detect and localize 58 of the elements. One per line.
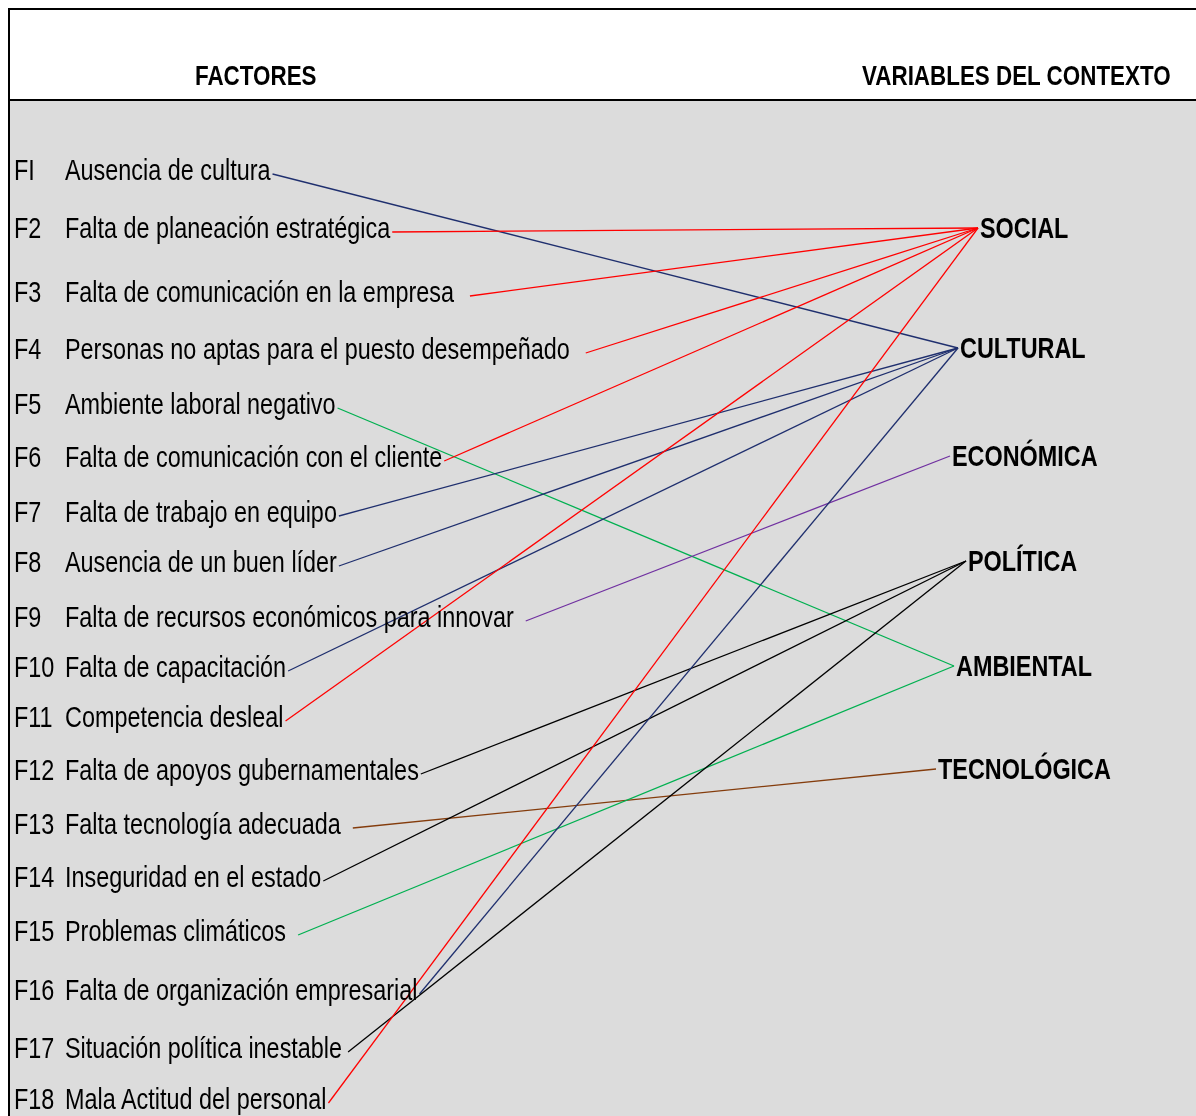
connector-line [338, 347, 959, 567]
factor-label: Ausencia de cultura [65, 153, 271, 187]
connector-line [284, 227, 979, 722]
factor-number: FI [14, 153, 35, 187]
context-variable-label: TECNOLÓGICA [938, 752, 1111, 786]
context-variable-label: POLÍTICA [968, 544, 1078, 578]
connector-line [443, 227, 979, 462]
factor-label: Situación política inestable [65, 1031, 343, 1065]
factor-number: F8 [14, 545, 42, 579]
factor-label: Falta de comunicación en la empresa [65, 275, 454, 309]
factor-number: F9 [14, 600, 42, 634]
factor-label: Falta de organización empresarial [65, 973, 418, 1007]
connector-line [327, 227, 979, 1104]
factor-label: Ambiente laboral negativo [65, 387, 336, 421]
connector-line [391, 227, 979, 233]
factor-number: F16 [14, 973, 55, 1007]
factor-label: Falta de comunicación con el cliente [65, 440, 443, 474]
connector-line [297, 665, 955, 936]
factor-label: Falta de trabajo en equipo [65, 495, 337, 529]
factor-number: F6 [14, 440, 42, 474]
connector-line [322, 560, 967, 882]
connector-line [347, 560, 967, 1053]
connector-line [420, 560, 967, 775]
context-variable-label: CULTURAL [960, 331, 1086, 365]
connector-line [352, 768, 937, 829]
factor-number: F11 [14, 700, 53, 734]
factor-number: F4 [14, 332, 42, 366]
factor-number: F17 [14, 1031, 55, 1065]
factor-label: Ausencia de un buen líder [65, 545, 337, 579]
factor-label: Personas no aptas para el puesto desempeñado [65, 332, 570, 366]
context-variable-label: AMBIENTAL [956, 649, 1093, 683]
factor-number: F12 [14, 753, 55, 787]
context-variable-label: ECONÓMICA [952, 439, 1098, 473]
factor-number: F18 [14, 1082, 55, 1116]
factor-label: Falta de capacitación [65, 650, 287, 684]
factor-label: Falta de apoyos gubernamentales [65, 753, 419, 787]
factor-label: Competencia desleal [65, 700, 284, 734]
factor-label: Falta tecnología adecuada [65, 807, 341, 841]
factor-number: F10 [14, 650, 55, 684]
factor-number: F5 [14, 387, 42, 421]
factor-label: Inseguridad en el estado [65, 860, 322, 894]
factor-number: F7 [14, 495, 42, 529]
factor-number: F14 [14, 860, 55, 894]
connector-line [336, 407, 955, 667]
factor-number: F15 [14, 914, 55, 948]
column-heading: VARIABLES DEL CONTEXTO [862, 60, 1171, 92]
factor-label: Problemas climáticos [65, 914, 287, 948]
factor-number: F2 [14, 211, 42, 245]
factor-label: Falta de planeación estratégica [65, 211, 391, 245]
connector-line [418, 347, 959, 995]
factor-number: F13 [14, 807, 55, 841]
factor-label: Mala Actitud del personal [65, 1082, 327, 1116]
connector-line [525, 455, 951, 622]
factor-number: F3 [14, 275, 42, 309]
connector-line [287, 347, 959, 672]
context-variable-label: SOCIAL [980, 211, 1069, 245]
connector-line [271, 173, 959, 349]
column-heading: FACTORES [195, 60, 317, 92]
